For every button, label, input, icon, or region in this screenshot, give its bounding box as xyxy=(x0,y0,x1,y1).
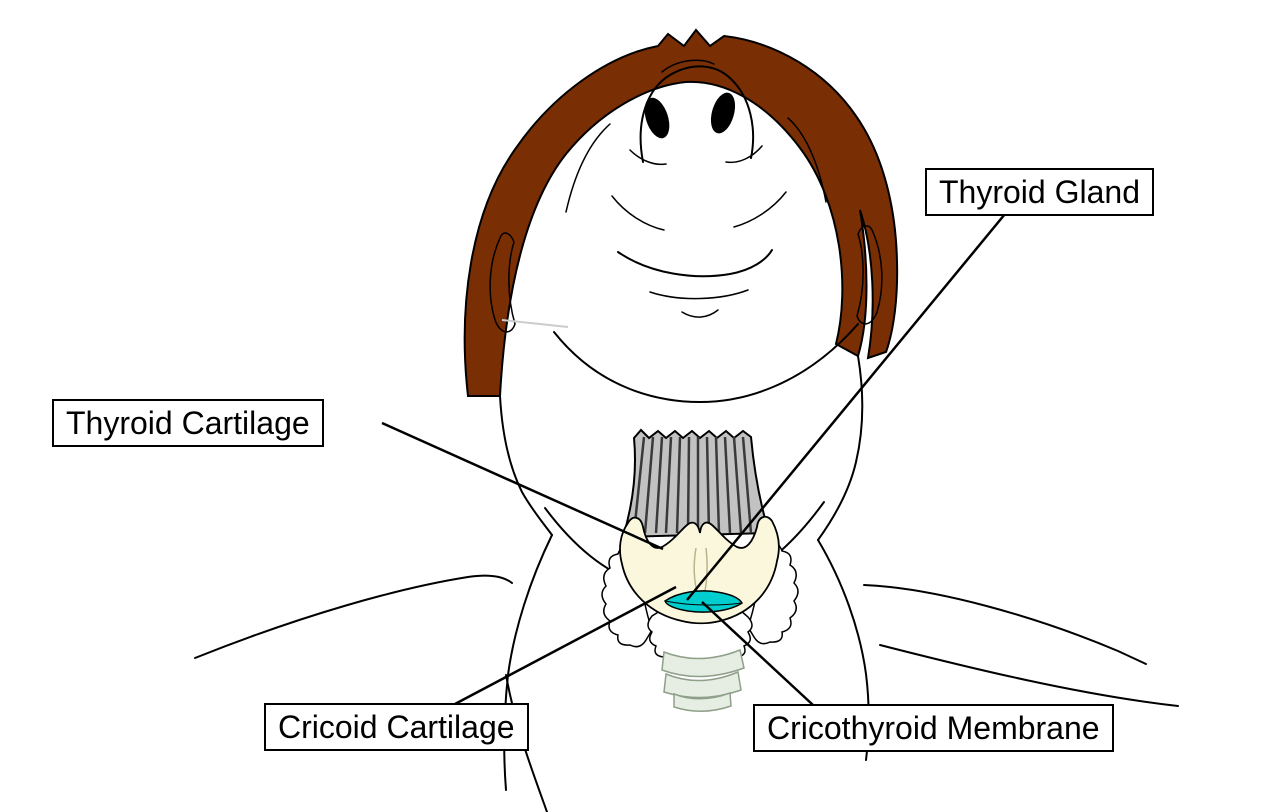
striation xyxy=(714,436,721,534)
label-cricoid-cartilage: Cricoid Cartilage xyxy=(264,703,529,751)
mouth-line xyxy=(617,249,773,278)
trachea-ring-1 xyxy=(661,648,745,678)
label-cricothyroid-membrane: Cricothyroid Membrane xyxy=(753,704,1114,752)
chin-dimple xyxy=(681,309,719,318)
right-ear xyxy=(856,225,883,325)
striation xyxy=(723,436,732,534)
right-cheek-line xyxy=(787,117,827,203)
lower-lip-line xyxy=(649,289,749,300)
nose-tip-crease xyxy=(661,59,715,73)
jaw-shadow-line xyxy=(501,319,569,328)
right-alar-crease xyxy=(725,145,763,164)
striation xyxy=(741,436,753,534)
chin-curve xyxy=(553,323,859,404)
left-cheek-line xyxy=(565,123,611,213)
left-shoulder-line xyxy=(194,574,513,659)
neck-muscle xyxy=(621,428,771,539)
figure-illustration xyxy=(194,28,1179,812)
face-right-contour xyxy=(817,355,864,541)
right-nostril xyxy=(710,92,736,134)
striation xyxy=(675,436,682,534)
left-philtrum-line xyxy=(611,195,665,231)
leader-line-cricoid-cartilage xyxy=(454,585,677,706)
left-alar-crease xyxy=(629,149,667,166)
striation xyxy=(664,436,673,534)
right-philtrum-line xyxy=(733,191,787,228)
striation xyxy=(654,436,664,534)
striation xyxy=(732,436,743,534)
trachea-ring-3 xyxy=(673,691,732,712)
striation xyxy=(686,436,691,534)
striation xyxy=(705,436,711,534)
label-thyroid-cartilage: Thyroid Cartilage xyxy=(52,399,324,447)
left-ear xyxy=(489,232,516,333)
leader-line-thyroid-gland xyxy=(686,213,1006,601)
left-neck-line xyxy=(503,534,553,791)
right-shoulder-line xyxy=(863,584,1147,665)
nose-outline xyxy=(639,65,755,163)
leader-lines xyxy=(381,213,1006,706)
face-left-contour xyxy=(499,395,553,536)
larynx-group xyxy=(601,428,799,712)
hair xyxy=(463,28,899,397)
leader-line-thyroid-cartilage xyxy=(381,421,664,551)
left-nostril xyxy=(644,97,670,139)
striation xyxy=(643,436,655,534)
leader-line-cricothyroid-membrane xyxy=(701,601,814,706)
label-thyroid-gland: Thyroid Gland xyxy=(925,168,1154,216)
right-chest-line xyxy=(879,644,1179,707)
